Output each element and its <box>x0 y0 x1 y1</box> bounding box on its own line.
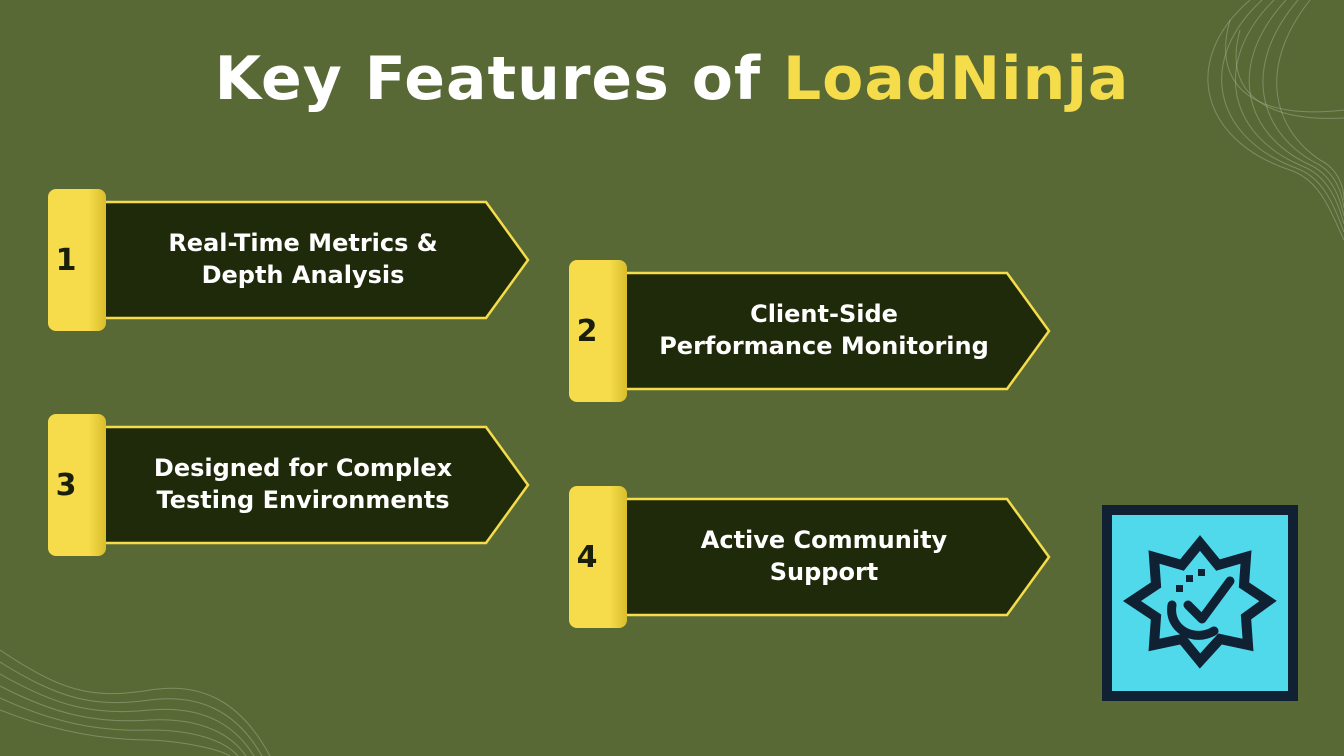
feature-label-line1: Client-Side <box>750 300 898 328</box>
feature-number-tab: 3 <box>48 414 106 556</box>
feature-number: 4 <box>576 539 598 575</box>
feature-label: Client-Side Performance Monitoring <box>629 272 1019 388</box>
feature-label-line2: Testing Environments <box>156 486 450 514</box>
feature-number-tab: 2 <box>569 260 627 402</box>
feature-label-line2: Performance Monitoring <box>659 332 989 360</box>
feature-label-line1: Active Community <box>700 526 948 554</box>
feature-label-line2: Depth Analysis <box>201 261 405 289</box>
feature-number: 1 <box>55 242 77 278</box>
badge-check-icon <box>1112 515 1288 691</box>
feature-number: 2 <box>576 313 598 349</box>
feature-label: Active Community Support <box>629 498 1019 614</box>
feature-number-tab: 1 <box>48 189 106 331</box>
page-title: Key Features of LoadNinja <box>0 44 1344 114</box>
feature-card-2: 2 Client-Side Performance Monitoring <box>569 260 1055 402</box>
feature-label: Real-Time Metrics & Depth Analysis <box>108 201 498 317</box>
feature-card-4: 4 Active Community Support <box>569 486 1055 628</box>
title-accent: LoadNinja <box>782 44 1130 114</box>
feature-label-line2: Support <box>769 558 879 586</box>
feature-number: 3 <box>55 467 77 503</box>
feature-label-line1: Real-Time Metrics & <box>168 229 438 257</box>
title-main: Key Features of <box>214 44 762 114</box>
loadninja-logo <box>1102 505 1298 701</box>
feature-number-tab: 4 <box>569 486 627 628</box>
feature-card-3: 3 Designed for Complex Testing Environme… <box>48 414 534 556</box>
feature-label-line1: Designed for Complex <box>153 454 453 482</box>
feature-card-1: 1 Real-Time Metrics & Depth Analysis <box>48 189 534 331</box>
feature-label: Designed for Complex Testing Environment… <box>108 426 498 542</box>
